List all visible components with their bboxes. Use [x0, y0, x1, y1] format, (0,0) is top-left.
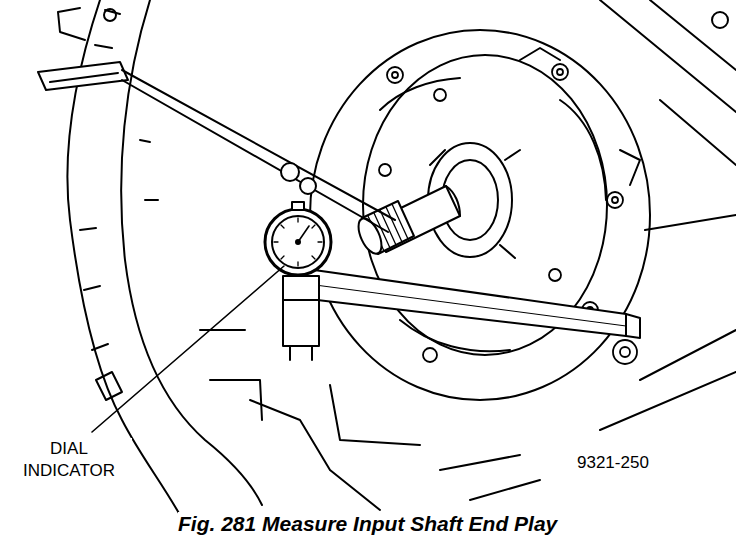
line-art: [423, 348, 437, 362]
line-art: [645, 215, 736, 230]
line-art: [613, 340, 637, 364]
line-art: [650, 0, 736, 70]
line-art: [552, 64, 568, 80]
line-art: [607, 192, 623, 208]
line-art: [38, 62, 128, 90]
line-art: [379, 164, 391, 176]
line-art: [265, 209, 331, 275]
line-art: [50, 73, 118, 82]
line-art: [300, 268, 626, 336]
line-art: [520, 48, 640, 185]
dial-indicator: [265, 202, 331, 360]
pump-flange: [310, 30, 650, 400]
line-art: [281, 163, 299, 181]
line-art: [600, 0, 736, 112]
line-art: [300, 283, 626, 326]
figure-caption: Fig. 281 Measure Input Shaft End Play: [178, 512, 557, 536]
line-art: [549, 269, 561, 281]
line-art: [387, 67, 403, 83]
figure-number: 9321-250: [575, 452, 651, 474]
line-art: [434, 89, 446, 101]
line-art: [121, 0, 262, 505]
line-art: [104, 9, 116, 21]
line-art: [292, 202, 304, 210]
line-art: [283, 300, 319, 360]
leader-line: [92, 266, 284, 432]
line-art: [274, 218, 322, 266]
lower-case: [200, 330, 540, 510]
line-art: [626, 314, 640, 338]
support-bar: [300, 268, 640, 338]
right-housing: [600, 0, 736, 430]
line-art: [446, 186, 460, 216]
part-label: DIAL INDICATOR: [6, 438, 132, 482]
line-art: [712, 12, 728, 28]
line-art: [640, 330, 736, 380]
line-art: [600, 372, 736, 430]
line-art: [660, 100, 736, 165]
indicator-rod: [38, 62, 395, 232]
line-art: [620, 347, 630, 357]
line-art: [140, 140, 158, 200]
line-art: [96, 372, 122, 400]
line-art: [122, 70, 395, 232]
line-art: [612, 197, 618, 203]
line-art: [296, 240, 300, 244]
line-art: [250, 385, 540, 510]
line-art: [272, 216, 324, 268]
line-art: [283, 276, 319, 346]
line-art: [58, 8, 85, 40]
line-art: [80, 10, 120, 350]
line-art: [310, 30, 650, 400]
line-art: [557, 69, 563, 75]
line-art: [300, 178, 316, 194]
line-art: [392, 72, 398, 78]
line-art: [200, 330, 262, 420]
